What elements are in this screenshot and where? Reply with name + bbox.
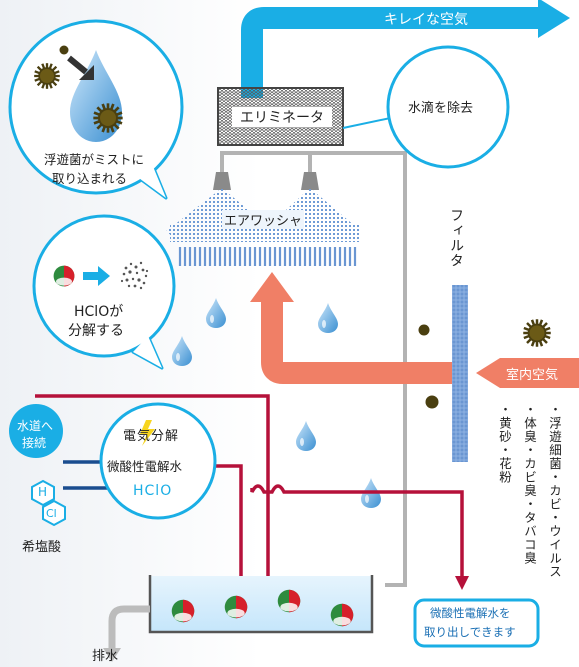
drain-pipe <box>108 605 150 650</box>
lightning-icon <box>140 420 155 446</box>
decomposed-particles <box>120 261 149 290</box>
capture-label-1: 浮遊菌がミストに <box>44 152 145 167</box>
hclo-label-2: 分解する <box>68 323 124 339</box>
takeout-label-1: 微酸性電解水を <box>430 606 511 620</box>
filter-panel <box>452 285 468 462</box>
capture-label-2: 取り込まれる <box>52 171 128 186</box>
droplet-icon <box>296 421 316 451</box>
tap-connection-badge <box>9 404 63 458</box>
air-washer-bars <box>178 247 357 266</box>
air-duct <box>220 151 407 587</box>
eliminator-label: エリミネータ <box>240 110 324 126</box>
bacteria-icon <box>33 62 61 90</box>
droplet-icon <box>206 298 226 328</box>
clean-air-arrowhead <box>538 0 570 38</box>
hcl-h-label: H <box>38 485 48 499</box>
nozzle-left <box>213 172 231 190</box>
dilute-hcl-label: 希塩酸 <box>22 540 62 555</box>
water-removal-label: 水滴を除去 <box>408 101 474 116</box>
particle <box>425 395 439 409</box>
callout-bubble <box>386 45 510 169</box>
hclo-particle <box>224 595 248 619</box>
indoor-air-flow-arrow <box>261 300 442 384</box>
hclo-particle <box>171 599 195 623</box>
pollutants-label-3: ・黄砂・花粉 <box>497 403 512 484</box>
particle <box>59 45 69 55</box>
droplet-icon <box>172 336 192 366</box>
pollutants-label-1: ・浮遊細菌・カビ・ウイルス <box>547 403 562 579</box>
electrolysis-label: 電気分解 <box>123 429 180 444</box>
hcl-cl-label: Cl <box>46 507 57 520</box>
filter-label: フィルタ <box>448 208 464 268</box>
mist-bottom <box>170 224 360 242</box>
electrolysis-unit <box>99 402 217 520</box>
room-air-arrow <box>476 358 579 388</box>
particle <box>418 324 430 336</box>
indoor-air-label: 室内空気 <box>506 368 559 383</box>
tap-label-1: 水道へ <box>17 419 54 433</box>
hclo-particle <box>53 265 75 287</box>
clean-air-arrow <box>241 6 540 98</box>
weak-acid-water-label: 微酸性電解水 <box>107 459 183 474</box>
bacteria-icon <box>522 318 552 348</box>
clean-air-label: キレイな空気 <box>384 12 468 28</box>
bubble-icon <box>32 214 176 370</box>
air-washer-label: エアワッシャ <box>222 210 305 229</box>
hclo-particle <box>277 589 301 613</box>
hclo-label-1: HClOが <box>74 304 124 320</box>
indoor-air-flow-arrowhead <box>250 272 294 302</box>
pollutants-label-2: ・体臭・カビ臭・タバコ臭 <box>522 403 537 565</box>
tap-label-2: 接続 <box>22 436 47 450</box>
takeout-box <box>413 598 540 648</box>
decompose-arrow <box>83 266 110 286</box>
drain-label: 排水 <box>92 649 119 664</box>
hcl-molecule-icon <box>31 479 66 527</box>
droplet-icon <box>318 303 338 333</box>
takeout-label-2: 取り出しできます <box>424 625 516 639</box>
absorb-arrow <box>67 55 88 75</box>
hclo-formula-label: HClO <box>133 483 173 499</box>
nozzle-right <box>301 172 319 190</box>
hclo-particle <box>330 603 354 627</box>
bacteria-icon <box>92 102 124 134</box>
